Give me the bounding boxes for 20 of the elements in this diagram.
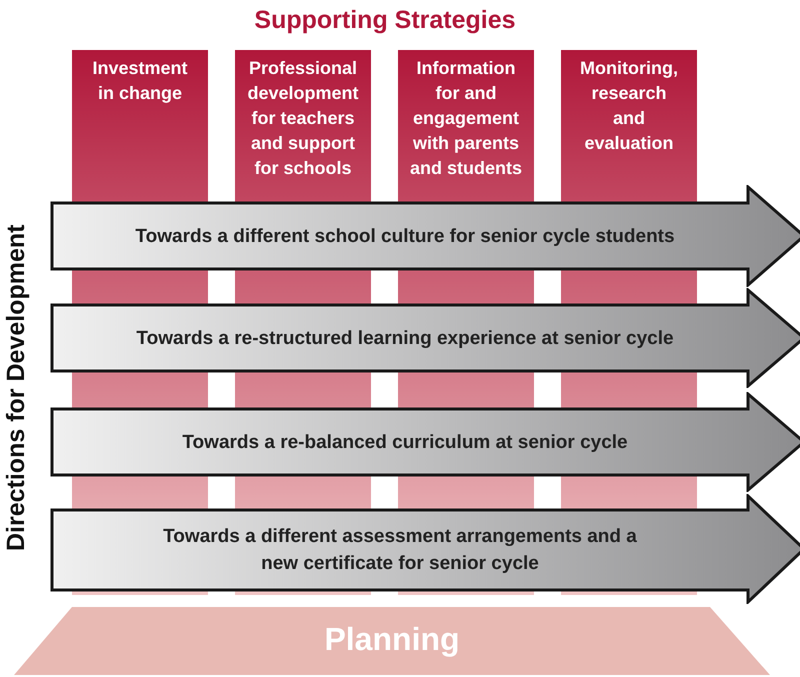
strategy-column — [72, 50, 208, 203]
strategy-column — [398, 50, 534, 203]
direction-arrow-banner — [50, 288, 800, 388]
planning-base — [14, 607, 770, 675]
heading: Supporting Strategies — [253, 6, 517, 35]
column-title: Investment in change — [91, 57, 189, 105]
column-title: Information for and engagement with parents and students — [409, 57, 524, 180]
strategy-column — [235, 50, 371, 203]
column-title: Monitoring, research and evaluation — [579, 57, 679, 155]
direction-arrow-banner — [50, 392, 800, 492]
direction-text: Towards a different assessment arrangements and a new certificate for senior cycle — [162, 525, 638, 576]
direction-arrow-banner — [50, 494, 800, 604]
base-title: Planning — [323, 621, 461, 658]
direction-text: Towards a re-balanced curriculum at senior cycle — [181, 430, 629, 454]
direction-text: Towards a different school culture for senior cycle students — [134, 224, 676, 248]
column-title: Professional development for teachers and support for schools — [246, 57, 360, 180]
direction-arrow-banner — [50, 185, 800, 287]
direction-text: Towards a re-structured learning experience at senior cycle — [135, 326, 675, 350]
strategy-column — [561, 50, 697, 203]
side-label: Directions for Development — [2, 224, 31, 554]
